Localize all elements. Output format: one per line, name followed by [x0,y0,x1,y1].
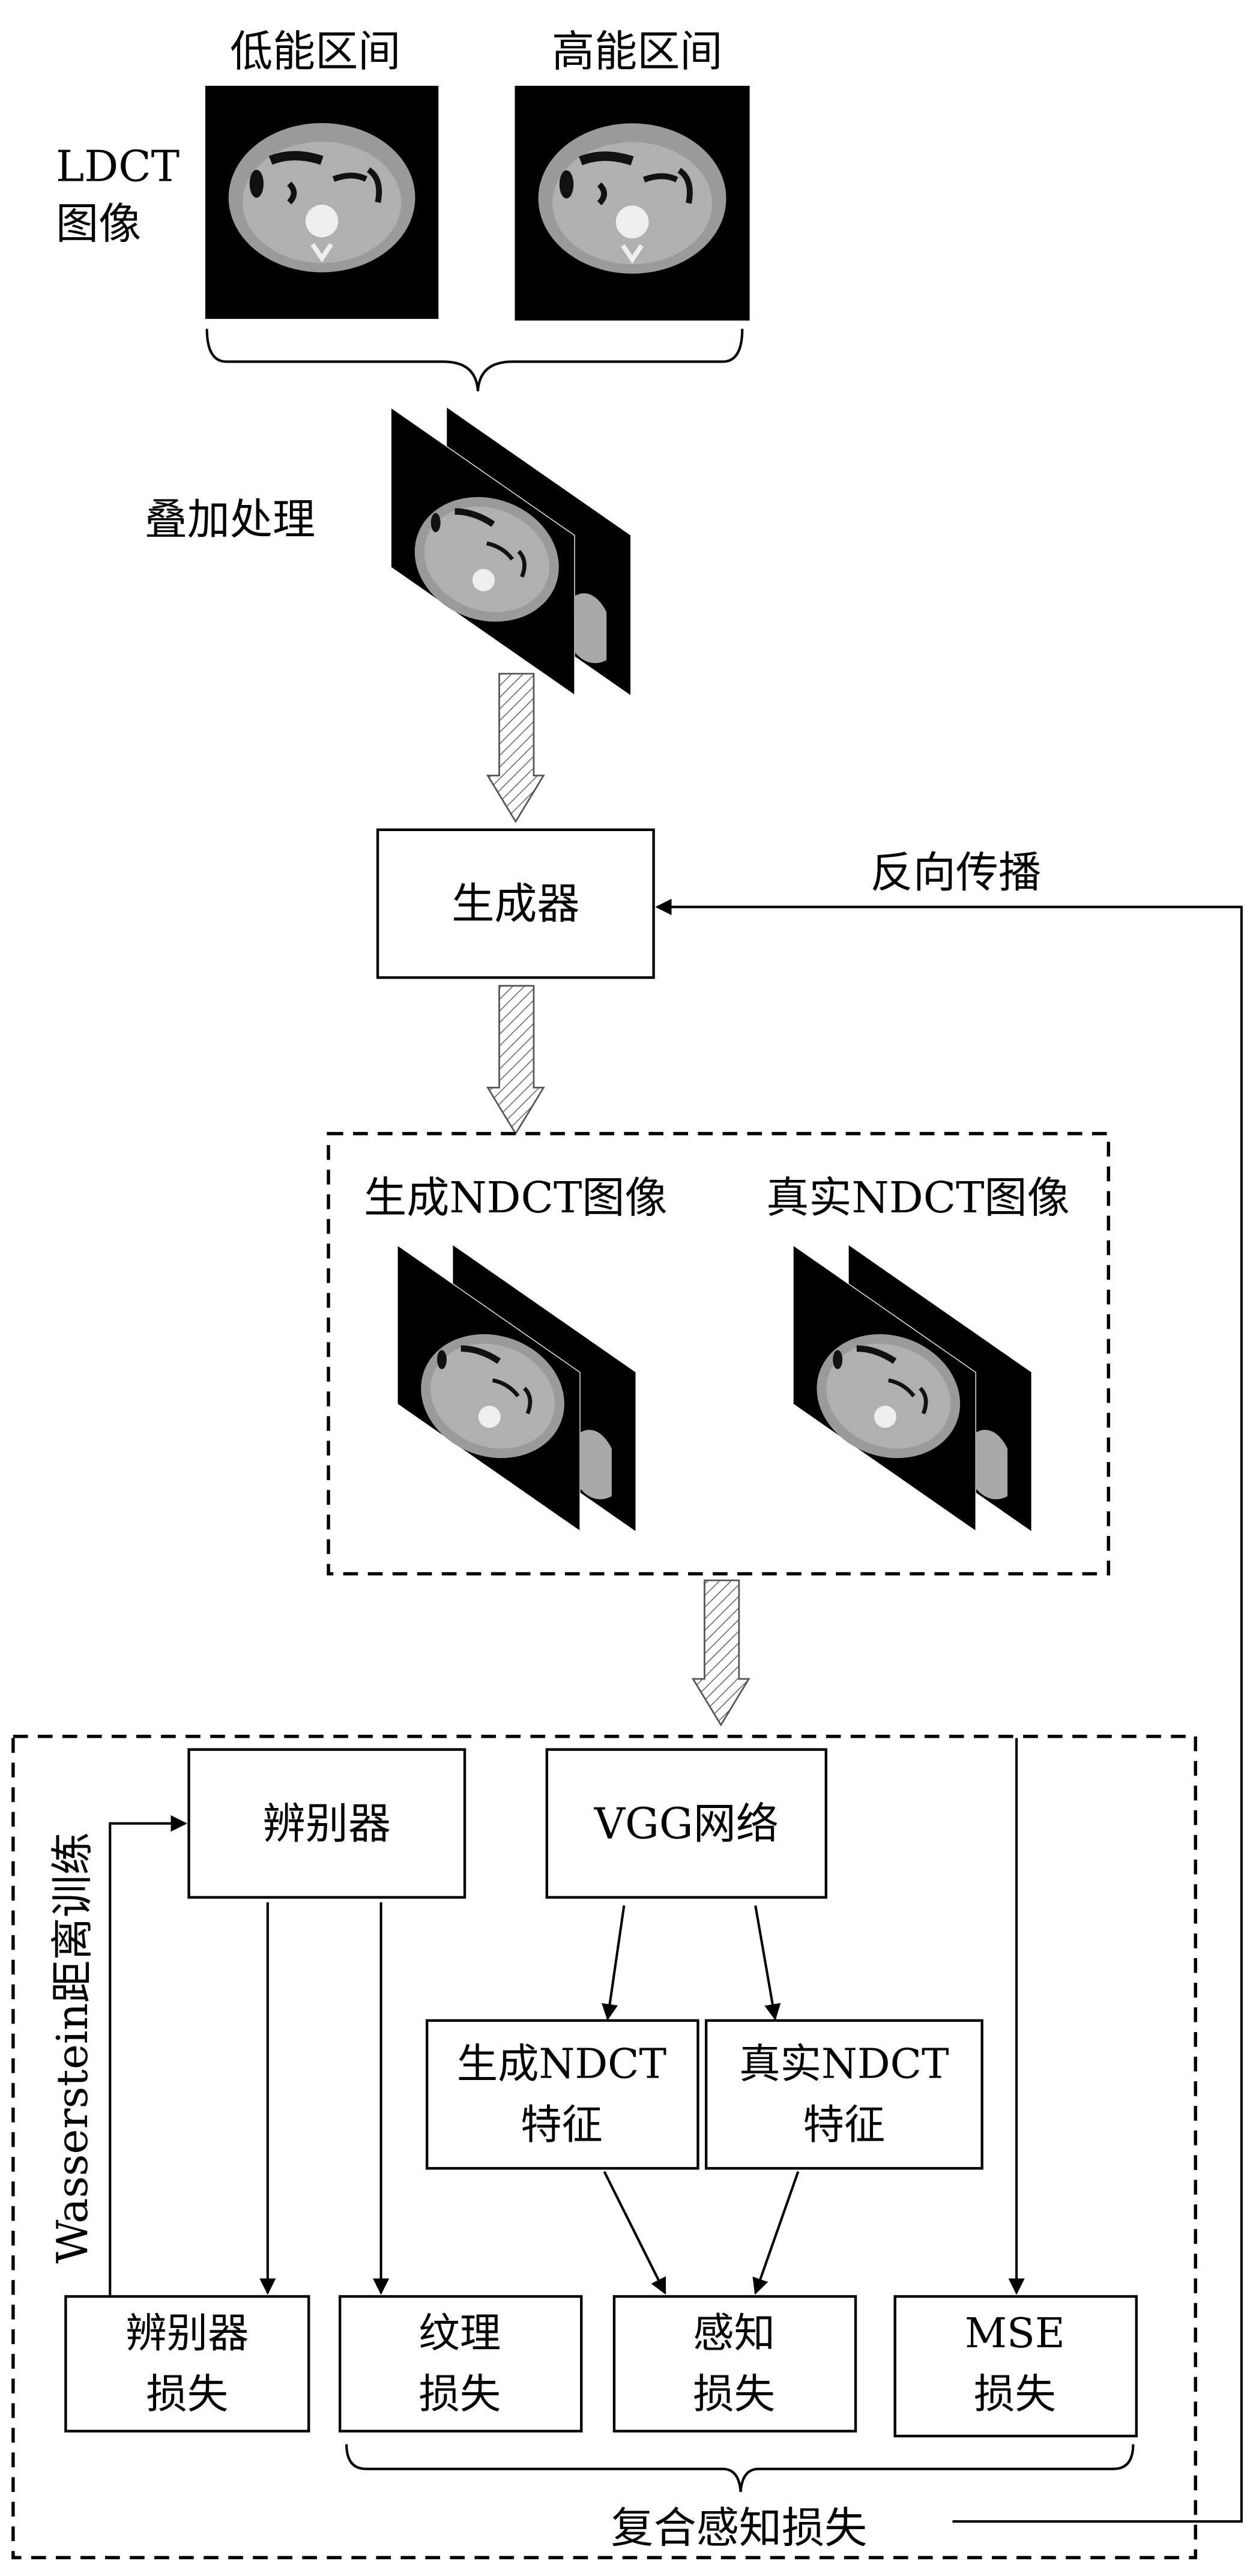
backprop-line [655,898,1243,2523]
generated-ndct-image [397,1245,636,1531]
real-feature-to-perceptual-arrow [752,2171,800,2295]
generated-ndct-label: 生成NDCT图像 [364,1173,668,1223]
perceptual-loss-line1: 感知 [693,2310,775,2357]
ldct-label-line2: 图像 [56,199,141,249]
discriminator-loss-line2: 损失 [146,2371,228,2418]
wasserstein-arrow [109,1815,187,2297]
composite-loss-brace [345,2444,1135,2493]
vgg-label: VGG网络 [594,1798,779,1848]
flow-arrow-3 [691,1579,750,1727]
generated-feature-box [425,2019,699,2170]
stack-processing-label: 叠加处理 [145,495,315,545]
gen-feature-to-perceptual-arrow [603,2171,666,2295]
training-group [11,1734,1198,2560]
vgg-to-real-feature-arrow [754,1905,781,2021]
discriminator-box [187,1748,466,1899]
stacked-ct-image [391,408,630,695]
generator-box [376,828,655,979]
discriminator-loss-box [64,2295,310,2432]
real-feature-line1: 真实NDCT [739,2041,949,2088]
low-energy-ct-image [205,86,438,319]
backprop-label: 反向传播 [871,848,1041,898]
perceptual-loss-box [612,2295,857,2432]
mse-loss-line1: MSE [965,2310,1065,2357]
mse-loss-box [893,2295,1138,2438]
high-energy-ct-image [515,86,750,321]
discriminator-label: 辨别器 [263,1798,391,1848]
vgg-box [545,1748,828,1899]
mse-loss-line2: 损失 [974,2371,1056,2418]
perceptual-loss-line2: 损失 [693,2371,775,2418]
real-feature-line2: 特征 [803,2102,886,2149]
high-energy-label: 高能区间 [552,26,722,76]
composite-loss-label: 复合感知损失 [611,2503,868,2553]
real-ndct-image [793,1245,1031,1531]
flow-arrow-2 [486,985,545,1135]
real-ndct-label: 真实NDCT图像 [766,1173,1070,1223]
ldct-label-line1: LDCT [56,141,180,191]
ndct-images-group [327,1132,1111,1576]
flow-arrow-1 [486,673,545,823]
discriminator-loss-line1: 辨别器 [125,2310,249,2357]
input-brace [205,328,744,392]
texture-loss-line2: 损失 [418,2371,501,2418]
generated-feature-line2: 特征 [521,2102,603,2149]
texture-loss-box [339,2295,583,2432]
generator-label: 生成器 [451,879,579,929]
generated-feature-line1: 生成NDCT [457,2041,666,2088]
texture-loss-line1: 纹理 [418,2310,501,2357]
vgg-to-gen-feature-arrow [602,1905,626,2021]
real-feature-box [704,2019,983,2170]
low-energy-label: 低能区间 [230,26,400,76]
wasserstein-label: Wasserstein距离训练 [47,1832,97,2264]
